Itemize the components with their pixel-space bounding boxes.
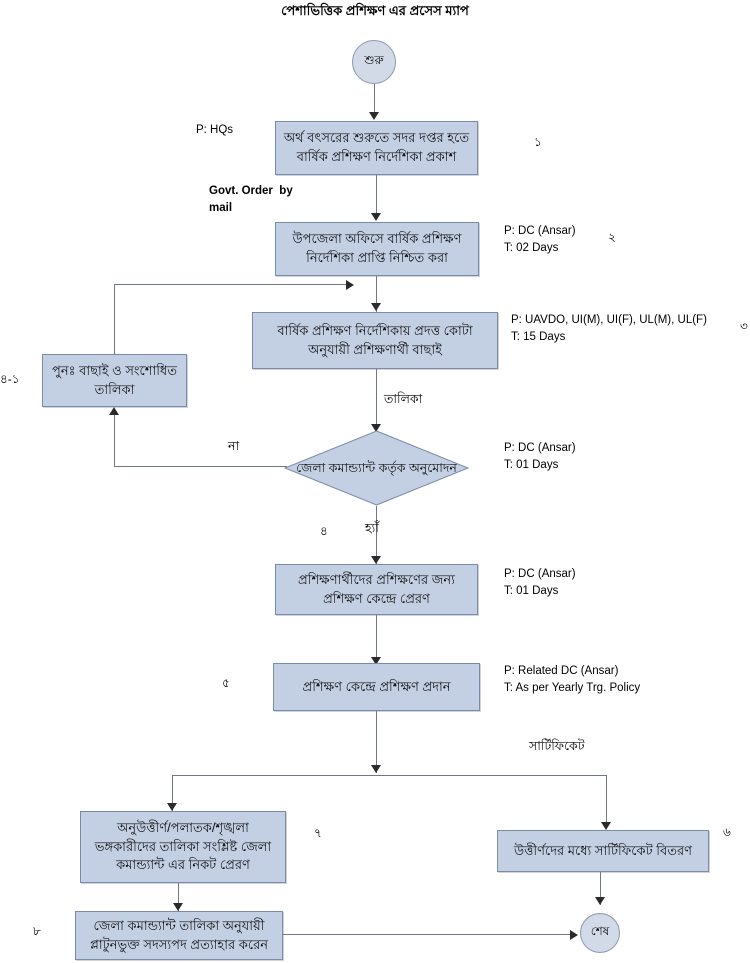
arrowhead-down-decision bbox=[371, 424, 381, 432]
arrowhead-up-reselection bbox=[109, 407, 119, 415]
arrowhead-down-n3 bbox=[371, 303, 381, 311]
node-3-label: বার্ষিক প্রশিক্ষণ নির্দেশিকায় প্রদত্ত ক… bbox=[277, 322, 473, 357]
connector-n8-to-end bbox=[600, 872, 601, 905]
connector-yes-to-n5 bbox=[376, 506, 377, 564]
connector-n7-to-n9 bbox=[178, 883, 179, 912]
connector-n1-to-n2 bbox=[376, 175, 377, 219]
arrowhead-down-n2 bbox=[371, 213, 381, 221]
connector-n6-to-split bbox=[376, 711, 377, 773]
node-provide-training[interactable]: প্রশিক্ষণ কেন্দ্রে প্রশিক্ষণ প্রদান bbox=[273, 663, 480, 711]
node-end-label: শেষ bbox=[590, 924, 610, 938]
edge-label-no: না bbox=[228, 439, 240, 453]
step-number-5: ৫ bbox=[222, 676, 230, 690]
edge-label-certificate: সার্টিফিকেট bbox=[529, 739, 585, 753]
connector-split-horizontal bbox=[172, 775, 606, 776]
step-number-6: ৬ bbox=[723, 825, 731, 839]
connector-n3-to-decision bbox=[376, 369, 377, 430]
node-7-label: অনুউত্তীর্ণ/পলাতক/শৃঙ্খলা ভঙ্গকারীদের তা… bbox=[94, 819, 272, 873]
connector-loop-return-vertical bbox=[114, 284, 115, 360]
arrowhead-down-n5 bbox=[371, 556, 381, 564]
node-start[interactable]: শুরু bbox=[352, 40, 396, 84]
arrowhead-down-n7 bbox=[167, 803, 177, 811]
annotation-p-uavdo-15: P: UAVDO, UI(M), UI(F), UL(M), UL(F) T: … bbox=[511, 314, 707, 344]
connector-no-vertical bbox=[114, 415, 115, 467]
annotation-p-dc-ansar-01a: P: DC (Ansar) T: 01 Days bbox=[504, 442, 576, 472]
node-4-label: জেলা কমান্ড্যান্ট কর্তৃক অনুমোদন bbox=[296, 460, 457, 475]
node-distribute-certificates[interactable]: উত্তীর্ণদের মধ্যে সার্টিফিকেট বিতরণ bbox=[497, 830, 709, 872]
arrowhead-right-end bbox=[570, 930, 578, 940]
annotation-p-related-dc: P: Related DC (Ansar) T: As per Yearly T… bbox=[504, 665, 641, 695]
node-confirm-receipt-upazila[interactable]: উপজেলা অফিসে বার্ষিক প্রশিক্ষণ নির্দেশিক… bbox=[275, 222, 479, 276]
node-9-label: জেলা কমান্ড্যান্ট তালিকা অনুযায়ী প্লাটু… bbox=[89, 917, 269, 952]
arrowhead-down-n9 bbox=[173, 903, 183, 911]
node-start-label: শুরু bbox=[364, 53, 384, 67]
arrowhead-down-end bbox=[595, 897, 605, 905]
arrowhead-right-loop-return bbox=[346, 280, 354, 290]
node-8-label: উত্তীর্ণদের মধ্যে সার্টিফিকেট বিতরণ bbox=[513, 842, 693, 858]
step-number-8: ৮ bbox=[33, 924, 41, 938]
page-title: পেশাভিত্তিক প্রশিক্ষণ এর প্রসেস ম্যাপ bbox=[281, 3, 469, 18]
node-5-label: প্রশিক্ষণার্থীদের প্রশিক্ষণের জন্য প্রশি… bbox=[298, 571, 455, 606]
edge-label-talika: তালিকা bbox=[384, 392, 423, 406]
node-reselection-revised-list[interactable]: পুনঃ বাছাই ও সংশোধিত তালিকা bbox=[42, 354, 187, 407]
node-publish-training-guideline[interactable]: অর্থ বৎসরের শুরুতে সদর দপ্তর হতে বার্ষিক… bbox=[275, 121, 478, 175]
diamond-shape bbox=[284, 430, 469, 506]
annotation-p-dc-ansar-02: P: DC (Ansar) T: 02 Days bbox=[504, 225, 576, 255]
node-4-1-label: পুনঃ বাছাই ও সংশোধিত তালিকা bbox=[52, 362, 177, 397]
arrowhead-down-n1 bbox=[369, 112, 379, 120]
node-6-label: প্রশিক্ষণ কেন্দ্রে প্রশিক্ষণ প্রদান bbox=[302, 678, 451, 694]
connector-n2-to-n3 bbox=[376, 276, 377, 312]
step-number-3: ৩ bbox=[740, 319, 748, 333]
connector-start-to-n1 bbox=[374, 84, 375, 118]
node-send-trainees-to-center[interactable]: প্রশিক্ষণার্থীদের প্রশিক্ষণের জন্য প্রশি… bbox=[275, 564, 478, 615]
step-number-1: ১ bbox=[534, 135, 542, 149]
connector-n5-to-n6 bbox=[376, 615, 377, 663]
step-number-7: ৭ bbox=[314, 826, 322, 840]
arrowhead-down-n6 bbox=[371, 657, 381, 665]
arrowhead-down-split bbox=[371, 765, 381, 773]
connector-no-horizontal bbox=[114, 466, 287, 467]
node-end[interactable]: শেষ bbox=[580, 913, 620, 953]
node-2-label: উপজেলা অফিসে বার্ষিক প্রশিক্ষণ নির্দেশিক… bbox=[292, 231, 462, 265]
edge-label-yes: হ্যাঁ bbox=[365, 521, 379, 535]
annotation-p-hqs: P: HQs bbox=[196, 124, 234, 136]
connector-loop-return-horizontal bbox=[114, 284, 350, 285]
node-select-trainees-by-quota[interactable]: বার্ষিক প্রশিক্ষণ নির্দেশিকায় প্রদত্ত ক… bbox=[252, 312, 498, 369]
connector-split-right-vertical bbox=[606, 775, 607, 829]
node-send-fail-list-to-commandant[interactable]: অনুউত্তীর্ণ/পলাতক/শৃঙ্খলা ভঙ্গকারীদের তা… bbox=[80, 811, 286, 883]
node-withdraw-platoon-membership[interactable]: জেলা কমান্ড্যান্ট তালিকা অনুযায়ী প্লাটু… bbox=[75, 911, 283, 960]
annotation-p-dc-ansar-01b: P: DC (Ansar) T: 01 Days bbox=[504, 568, 576, 598]
node-1-label: অর্থ বৎসরের শুরুতে সদর দপ্তর হতে বার্ষিক… bbox=[283, 130, 470, 164]
connector-n9-to-end bbox=[283, 934, 573, 935]
step-number-4: ৪ bbox=[320, 524, 328, 538]
arrowhead-down-n8 bbox=[601, 822, 611, 830]
annotation-govt-order: Govt. Order by mail bbox=[209, 185, 293, 214]
step-number-2: ২ bbox=[608, 230, 616, 244]
step-number-4-1: ৪-১ bbox=[0, 372, 20, 386]
connector-split-left-vertical bbox=[172, 775, 173, 811]
node-decision-commandant-approval[interactable]: জেলা কমান্ড্যান্ট কর্তৃক অনুমোদন bbox=[284, 430, 469, 506]
